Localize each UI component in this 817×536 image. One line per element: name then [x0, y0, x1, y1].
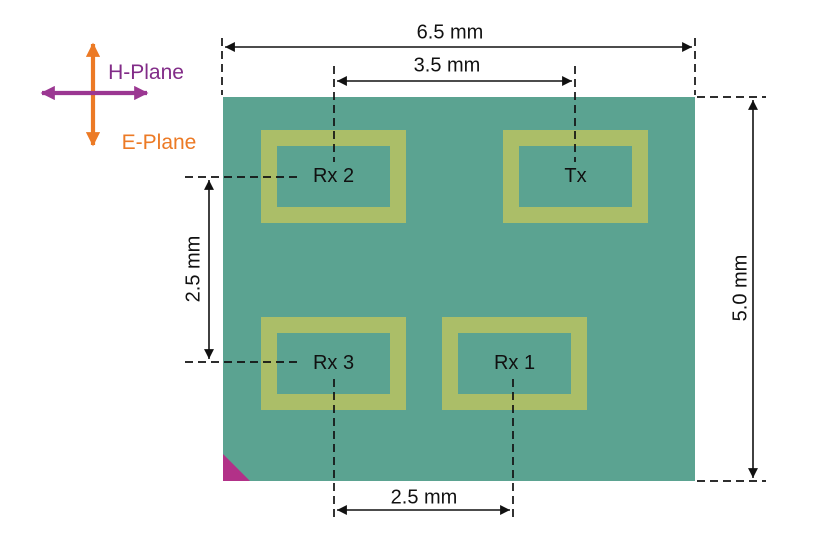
patch-rx1: Rx 1 [442, 317, 587, 410]
patch-rx1-label: Rx 1 [493, 352, 536, 374]
patch-tx: Tx [503, 130, 648, 223]
patch-rx3-label: Rx 3 [312, 352, 355, 374]
dimension-label-row-spacing: 2.5 mm [182, 235, 205, 303]
h-plane-label: H-Plane [108, 61, 184, 84]
dimension-label-board-height: 5.0 mm [729, 254, 752, 322]
dimension-label-board-width: 6.5 mm [416, 21, 484, 44]
patch-rx2-label: Rx 2 [312, 165, 355, 187]
antenna-substrate: Rx 2 Tx Rx 3 Rx 1 [223, 97, 695, 481]
patch-tx-label: Tx [564, 165, 587, 187]
dimension-label-rx2-tx: 3.5 mm [413, 54, 481, 77]
e-plane-label: E-Plane [121, 131, 197, 154]
patch-rx2: Rx 2 [261, 130, 406, 223]
patch-rx3: Rx 3 [261, 317, 406, 410]
dimension-label-rx3-rx1: 2.5 mm [390, 486, 458, 509]
